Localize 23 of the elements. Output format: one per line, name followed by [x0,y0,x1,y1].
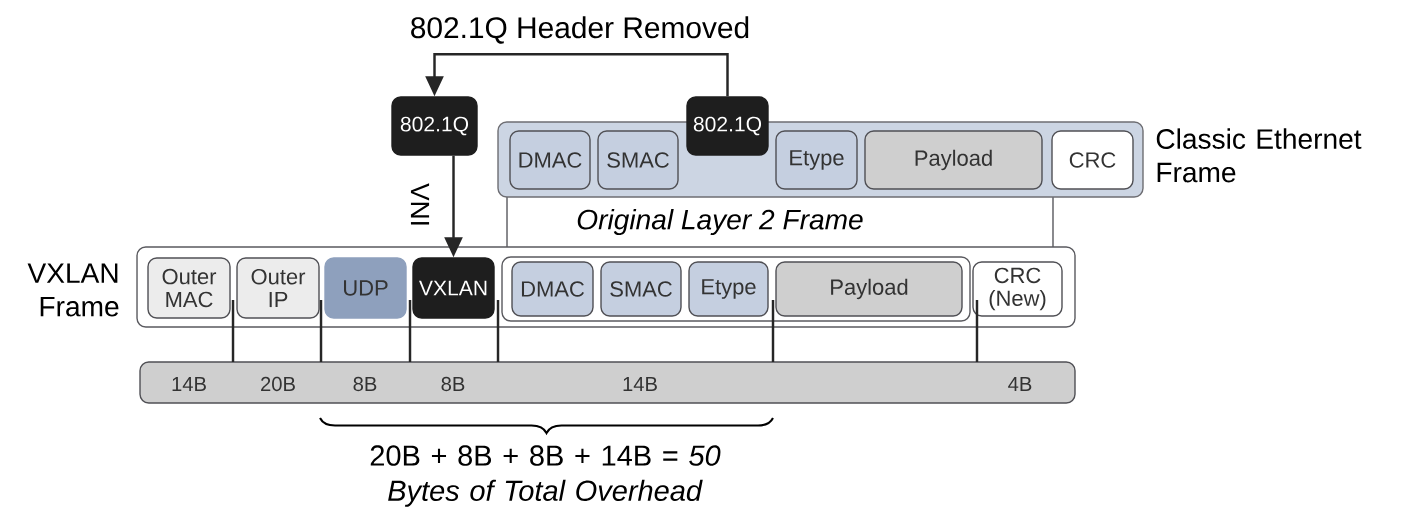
field-box: SMAC [597,130,679,190]
field-box: Outer MAC [147,257,231,319]
tag-box: 802.1Q [391,96,478,156]
tag-box: 802.1Q [686,96,769,156]
field-box: Etype [775,130,858,190]
node-label: VXLAN Frame [27,263,119,317]
size-bar: 14B 20B 8B 8B 14B 4B [139,361,1076,404]
field-box: DMAC [509,130,591,190]
field-box: CRC (New) [972,261,1063,317]
arrow [425,53,729,97]
field-box: Payload [864,130,1043,190]
field-box: Payload [775,261,963,317]
overhead-note: 20B + 8B + 8B + 14B = 50 Bytes of Total Overhead [370,445,721,507]
field-box: SMAC [600,261,682,317]
edge-label: 802.1Q Header Removed [411,16,749,44]
field-box: Etype [688,261,769,317]
node-label: Classic Ethernet Frame [1156,128,1362,183]
tag-box: VXLAN [412,257,495,319]
field-box: Outer IP [236,257,320,319]
edge-label: VNI [410,183,430,225]
field-box: DMAC [511,261,594,317]
field-box: UDP [324,257,407,319]
field-box: CRC [1051,130,1134,190]
